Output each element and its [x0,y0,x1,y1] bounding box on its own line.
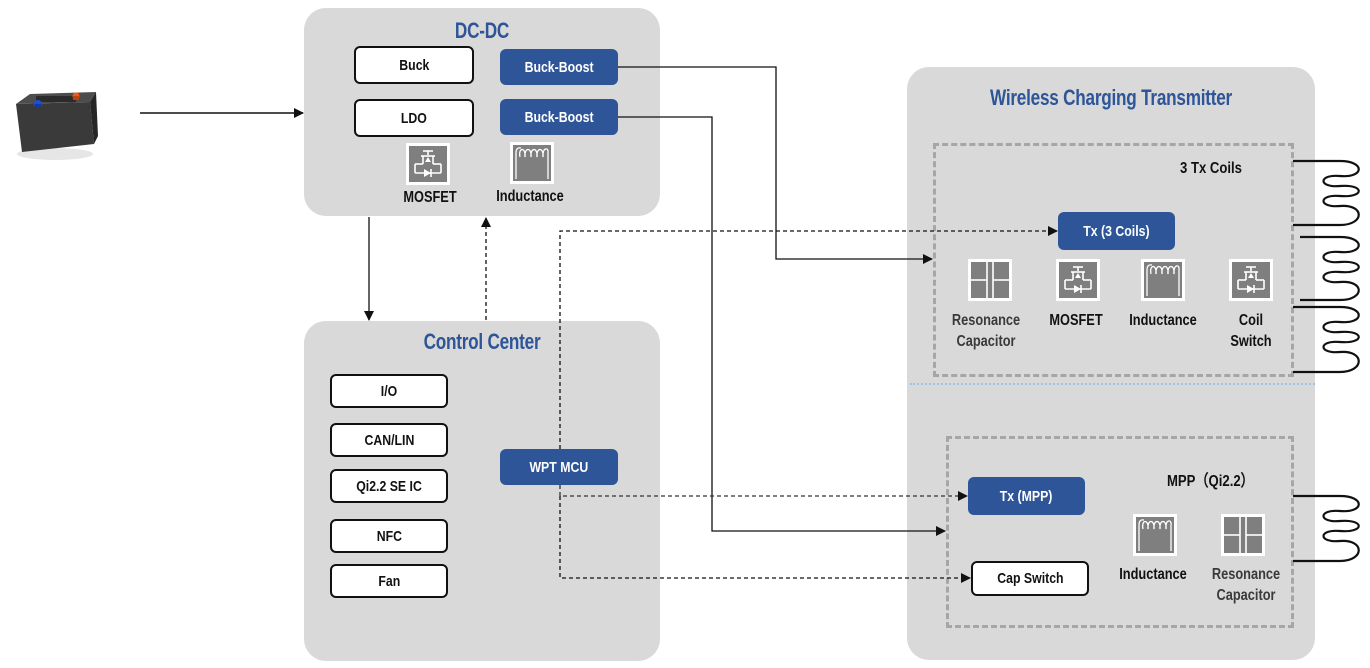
dcdc-mosfet-label: MOSFET [403,189,457,206]
tx-mpp-block[interactable]: Tx (MPP) [968,477,1085,515]
tx-coil-2 [1300,235,1360,302]
inductor-icon [510,142,554,184]
buckboost1-to-tx3-wire [618,66,933,264]
mcu-to-capswitch-signal [559,496,971,583]
cc-item-qi-se-ic[interactable]: Qi2.2 SE IC [330,469,448,503]
tx-mpp-label: Tx (MPP) [1000,487,1053,505]
mcu-to-txmpp-signal [559,485,968,501]
label-line: Resonance [1211,566,1281,583]
tx-coil-1 [1293,159,1360,227]
cc-item-label: Qi2.2 SE IC [356,477,422,495]
cc-item-label: NFC [376,527,402,545]
car-battery-icon [16,92,98,160]
cap-switch-label: Cap Switch [996,570,1064,587]
cc-item-io[interactable]: I/O [330,374,448,408]
mosfet-icon [1056,259,1100,301]
section-divider [910,383,1315,385]
mpp-inductance-label: Inductance [1119,566,1187,583]
cc-item-nfc[interactable]: NFC [330,519,448,553]
dcdc-inductance-label: Inductance [496,188,564,205]
mosfet-icon [406,143,450,185]
inductor-icon [1133,514,1177,556]
tx3-mosfet-label: MOSFET [1049,312,1103,329]
cap-switch-block[interactable]: Cap Switch [971,561,1089,596]
label-line: Capacitor [956,333,1016,350]
buck-boost-label-1: Buck-Boost [524,58,594,76]
cc-item-label: I/O [380,382,398,400]
tx3-block[interactable]: Tx (3 Coils) [1058,212,1175,250]
buck-boost-block-2[interactable]: Buck-Boost [500,99,618,135]
tx3-group [933,143,1294,377]
capacitor-icon [968,259,1012,301]
wpt-mcu-label: WPT MCU [529,458,589,476]
buckboost2-to-mpp-wire [618,116,946,536]
label-line: Resonance [951,312,1021,329]
label-line: Switch [1230,333,1272,350]
cc-item-label: Fan [378,572,400,590]
tx3-inductance-label: Inductance [1129,312,1197,329]
mpp-group [946,436,1294,628]
buck-boost-block-1[interactable]: Buck-Boost [500,49,618,85]
tx3-block-label: Tx (3 Coils) [1083,222,1150,240]
ldo-label: LDO [401,109,427,127]
wpt-mcu-block[interactable]: WPT MCU [500,449,618,485]
mcu-to-tx3-signal [559,226,1058,449]
buck-boost-label-2: Buck-Boost [524,108,594,126]
buck-label: Buck [398,56,430,74]
label-line: Capacitor [1216,587,1276,604]
label-line: Coil [1238,312,1264,329]
mpp-note: MPP（Qi2.2） [1167,473,1254,490]
tx-coil-3 [1293,305,1360,374]
inductor-icon [1141,259,1185,301]
cc-item-fan[interactable]: Fan [330,564,448,598]
dcdc-title: DC-DC [454,18,510,43]
tx3-note: 3 Tx Coils [1180,160,1242,177]
cc-item-can-lin[interactable]: CAN/LIN [330,423,448,457]
transmitter-title: Wireless Charging Transmitter [990,85,1232,110]
ldo-block[interactable]: LDO [354,99,474,137]
control-center-title: Control Center [423,329,541,354]
coil-switch-icon [1229,259,1273,301]
buck-block[interactable]: Buck [354,46,474,84]
capacitor-icon [1221,514,1265,556]
mpp-coil [1293,494,1360,563]
cc-item-label: CAN/LIN [364,431,414,449]
